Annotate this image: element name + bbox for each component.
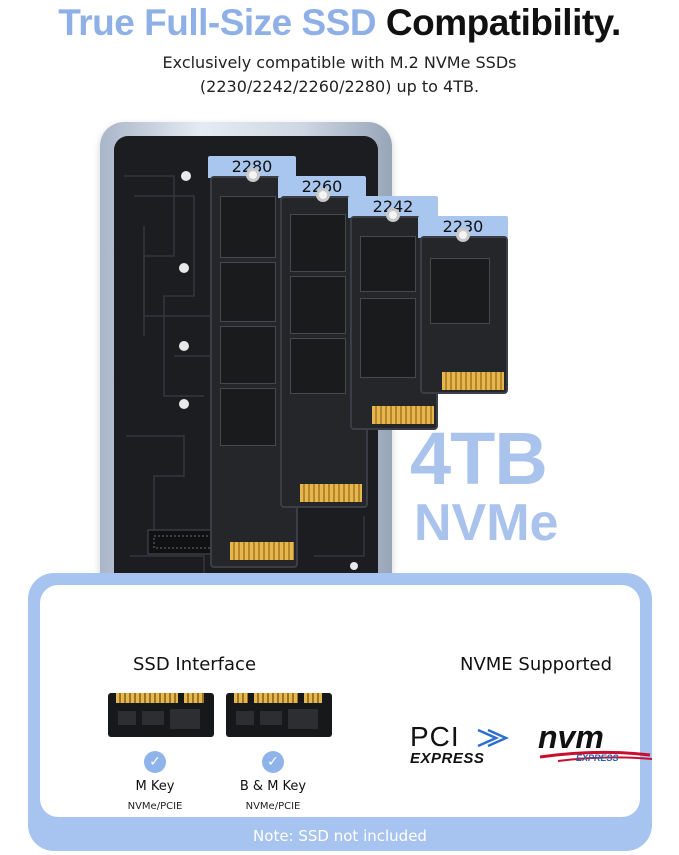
b-m-key-label: B & M Key xyxy=(239,779,307,794)
check-circle-icon: ✓ xyxy=(262,751,284,773)
nvm-swoosh-icon xyxy=(539,750,653,762)
gold-connector xyxy=(372,406,434,424)
ssd-size-tab: 2242 xyxy=(348,196,438,218)
nvm-express-text: EXPRESS xyxy=(576,753,619,763)
nand-chip xyxy=(290,276,346,334)
gold-connector xyxy=(230,542,294,560)
controller-chip xyxy=(430,258,490,324)
m-key-label: M Key xyxy=(135,779,175,794)
b-m-key-ssd-image xyxy=(226,693,332,737)
info-panel: SSD Interface NVME Supported ✓ ✓ M Key N… xyxy=(28,573,653,851)
gold-connector xyxy=(300,484,362,502)
b-m-key-sub: NVMe/PCIE xyxy=(245,801,301,812)
nand-chip xyxy=(220,262,276,322)
ssd-screw-notch xyxy=(386,208,400,222)
nvme-supported-title: NVME Supported xyxy=(460,654,613,675)
ssd-not-included-note: Note: SSD not included xyxy=(253,827,427,845)
ssd-size-tab: 2280 xyxy=(208,156,296,178)
m-key-sub: NVMe/PCIE xyxy=(127,801,183,812)
m-key-ssd-image xyxy=(108,693,214,737)
ssd-screw-notch xyxy=(246,168,260,182)
nand-chip xyxy=(360,236,416,292)
info-panel-content: SSD Interface NVME Supported ✓ ✓ M Key N… xyxy=(40,585,653,817)
ssd-size-tab: 2230 xyxy=(418,216,508,238)
check-circle-icon: ✓ xyxy=(144,751,166,773)
ssd-interface-title: SSD Interface xyxy=(133,654,257,675)
title-accent: True Full-Size SSD xyxy=(58,2,377,43)
nand-chip xyxy=(290,214,346,272)
gold-connector xyxy=(442,372,504,390)
nvm-logo-text: nvm xyxy=(538,719,604,755)
ssd-screw-notch xyxy=(456,228,470,242)
pci-express-arrow-icon xyxy=(477,728,510,748)
subtitle-line-1: Exclusively compatible with M.2 NVMe SSD… xyxy=(162,53,517,72)
capacity-4tb: 4TB xyxy=(410,417,548,500)
controller-chip xyxy=(360,298,416,378)
nand-chip xyxy=(220,196,276,258)
capacity-nvme: NVMe xyxy=(414,494,559,552)
page-title: True Full-Size SSD Compatibility. xyxy=(0,2,679,44)
pci-express-logo: PCI EXPRESS xyxy=(410,721,530,767)
nvm-express-logo: nvm EXPRESS xyxy=(538,719,658,769)
nand-chip xyxy=(220,326,276,384)
subtitle-line-2: (2230/2242/2260/2280) up to 4TB. xyxy=(199,77,480,96)
pci-express-text: EXPRESS xyxy=(410,750,485,767)
controller-chip xyxy=(290,338,346,394)
controller-chip xyxy=(220,388,276,446)
ssd-screw-notch xyxy=(316,188,330,202)
ssd-size-tab: 2260 xyxy=(278,176,366,198)
title-rest: Compatibility. xyxy=(385,2,621,43)
pci-logo-text: PCI xyxy=(410,721,460,752)
